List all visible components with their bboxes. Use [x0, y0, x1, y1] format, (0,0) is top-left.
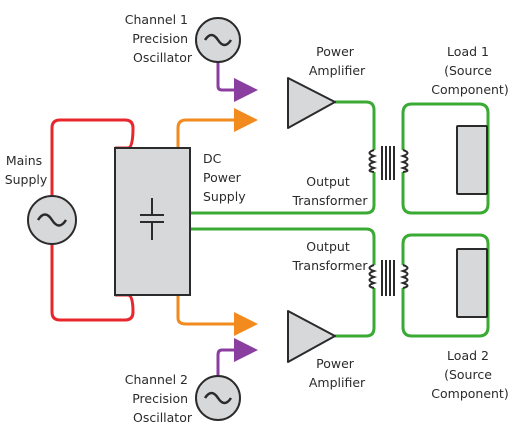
output-transformer-2-label: Output Transformer	[291, 239, 368, 273]
dc-power-supply-label: DC Power Supply	[203, 151, 246, 204]
capacitor-icon	[140, 198, 164, 240]
channel-1-oscillator-icon	[195, 17, 241, 63]
signal-wire-ch2	[216, 338, 258, 376]
load-1-label: Load 1 (Source Component)	[431, 44, 508, 97]
channel-2-oscillator-icon	[195, 375, 241, 421]
output-wire-amp2-return	[190, 227, 376, 265]
output-wire-amp1-return	[190, 172, 376, 215]
power-amplifier-1-label: Power Amplifier	[309, 44, 366, 78]
channel-2-oscillator-label: Channel 2 Precision Oscillator	[125, 372, 193, 425]
signal-wire-ch1	[216, 62, 258, 102]
load-2-label: Load 2 (Source Component)	[431, 348, 508, 401]
channel-1-oscillator-label: Channel 1 Precision Oscillator	[125, 12, 193, 65]
dc-wire-bottom	[176, 295, 258, 336]
output-transformer-1-label: Output Transformer	[291, 174, 368, 208]
output-wire-amp2	[335, 288, 376, 338]
mains-supply-label: Mains Supply	[5, 153, 48, 187]
output-wire-amp1	[335, 100, 376, 150]
power-amplifier-1-icon	[287, 77, 336, 129]
load1-resistor	[456, 125, 488, 195]
power-amplifier-2-label: Power Amplifier	[309, 356, 366, 390]
power-amplifier-2-icon	[287, 310, 336, 363]
output-transformer-1	[368, 146, 409, 180]
mains-wire-return	[50, 245, 135, 322]
mains-wire	[50, 118, 135, 195]
mains-ac-source-icon	[27, 195, 77, 245]
dc-wire-top	[176, 108, 258, 148]
load2-resistor	[456, 248, 488, 318]
output-transformer-2	[368, 260, 409, 296]
